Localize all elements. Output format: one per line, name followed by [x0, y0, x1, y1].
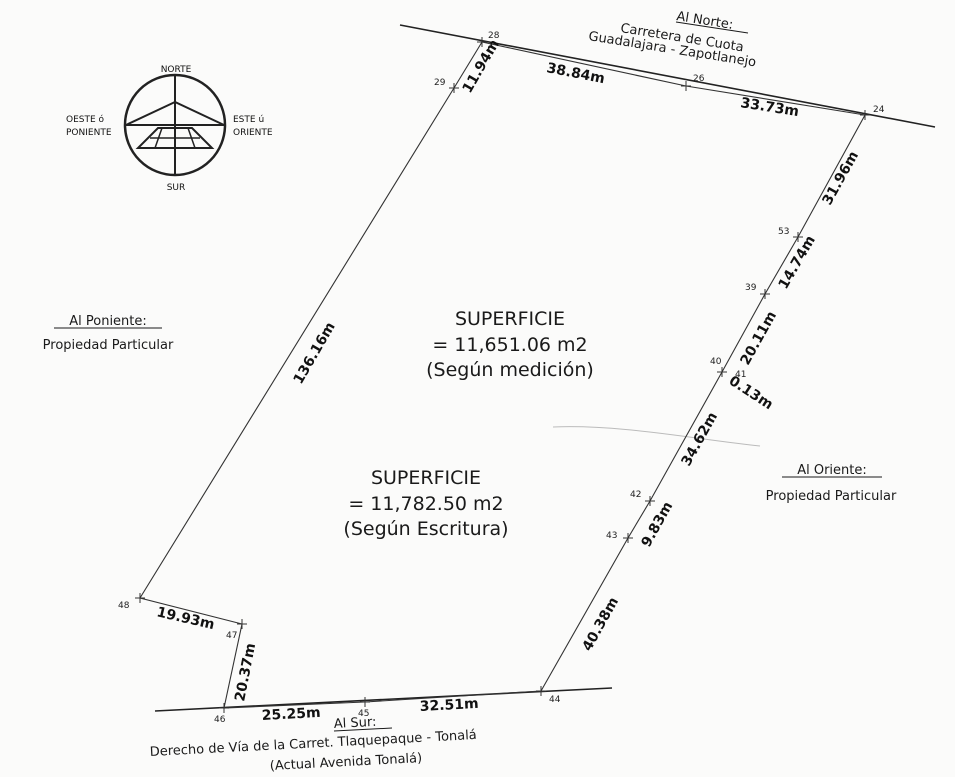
- measure-39-40: 20.11m: [738, 309, 781, 368]
- point-label-39: 39: [745, 283, 757, 293]
- point-label-47: 47: [226, 631, 237, 641]
- vertex-47: [237, 619, 247, 629]
- measure-47-48: 19.93m: [155, 604, 216, 633]
- vertex-markers: [135, 37, 870, 713]
- area-measured-note: (Según medición): [426, 359, 594, 381]
- point-label-40: 40: [710, 357, 722, 367]
- vertex-48: [135, 593, 145, 603]
- measure-40-41: 0.13m: [726, 373, 776, 413]
- area-measured-value: = 11,651.06 m2: [432, 334, 587, 356]
- point-label-44: 44: [549, 695, 561, 705]
- measure-28-26: 38.84m: [545, 60, 606, 87]
- vertex-24: [860, 110, 870, 120]
- south-boundary-line2: (Actual Avenida Tonalá): [269, 751, 422, 774]
- vertex-45: [360, 697, 370, 707]
- compass-east-label-1: ESTE ú: [233, 115, 264, 125]
- south-boundary-heading: Al Sur:: [333, 715, 376, 732]
- point-label-45: 45: [358, 709, 369, 719]
- compass-needle: [125, 100, 225, 126]
- vertex-29: [449, 83, 459, 93]
- compass-north-label: NORTE: [161, 65, 192, 75]
- stray-line: [552, 426, 761, 447]
- measure-53-39: 14.74m: [776, 233, 819, 292]
- compass-south-label: SUR: [167, 183, 186, 193]
- area-measured-title: SUPERFICIE: [455, 308, 565, 330]
- measure-24-53: 31.96m: [820, 149, 863, 208]
- point-label-24: 24: [873, 105, 885, 115]
- east-boundary-desc: Propiedad Particular: [766, 489, 897, 504]
- compass-west-label-1: OESTE ó: [66, 114, 105, 125]
- vertex-39: [760, 289, 770, 299]
- point-label-43: 43: [606, 531, 617, 541]
- point-label-28: 28: [488, 31, 500, 41]
- point-label-29: 29: [434, 78, 446, 88]
- measure-42-43: 9.83m: [639, 499, 677, 550]
- measure-48-29: 136.16m: [291, 320, 339, 387]
- measure-45-46: 25.25m: [261, 705, 321, 724]
- south-boundary-line1: Derecho de Vía de la Carret. Tlaquepaque…: [149, 728, 477, 760]
- west-boundary-heading: Al Poniente:: [69, 314, 147, 329]
- point-label-41: 41: [735, 370, 746, 380]
- east-boundary-heading: Al Oriente:: [797, 463, 867, 478]
- area-deed-note: (Según Escritura): [343, 518, 508, 540]
- vertex-43: [623, 533, 633, 543]
- point-label-46: 46: [214, 715, 226, 725]
- area-deed-value: = 11,782.50 m2: [348, 493, 503, 515]
- measure-43-44: 40.38m: [580, 595, 623, 654]
- measure-28-29: 11.94m: [460, 37, 503, 96]
- area-deed-title: SUPERFICIE: [371, 467, 481, 489]
- point-label-53: 53: [778, 227, 789, 237]
- vertex-40: [717, 367, 727, 377]
- compass-east-label-2: ORIENTE: [233, 128, 273, 138]
- compass-rose: [123, 73, 227, 177]
- point-label-26: 26: [693, 74, 705, 84]
- vertex-28: [477, 37, 487, 47]
- north-road-line: [399, 24, 936, 128]
- point-label-48: 48: [118, 601, 130, 611]
- measure-44-45: 32.51m: [419, 696, 479, 715]
- vertex-26: [681, 81, 691, 91]
- vertex-42: [645, 496, 655, 506]
- point-label-42: 42: [630, 490, 641, 500]
- vertex-46: [219, 703, 229, 713]
- vertex-53: [793, 232, 803, 242]
- west-boundary-desc: Propiedad Particular: [43, 338, 174, 353]
- vertex-44: [536, 686, 546, 696]
- compass-west-label-2: PONIENTE: [66, 128, 112, 138]
